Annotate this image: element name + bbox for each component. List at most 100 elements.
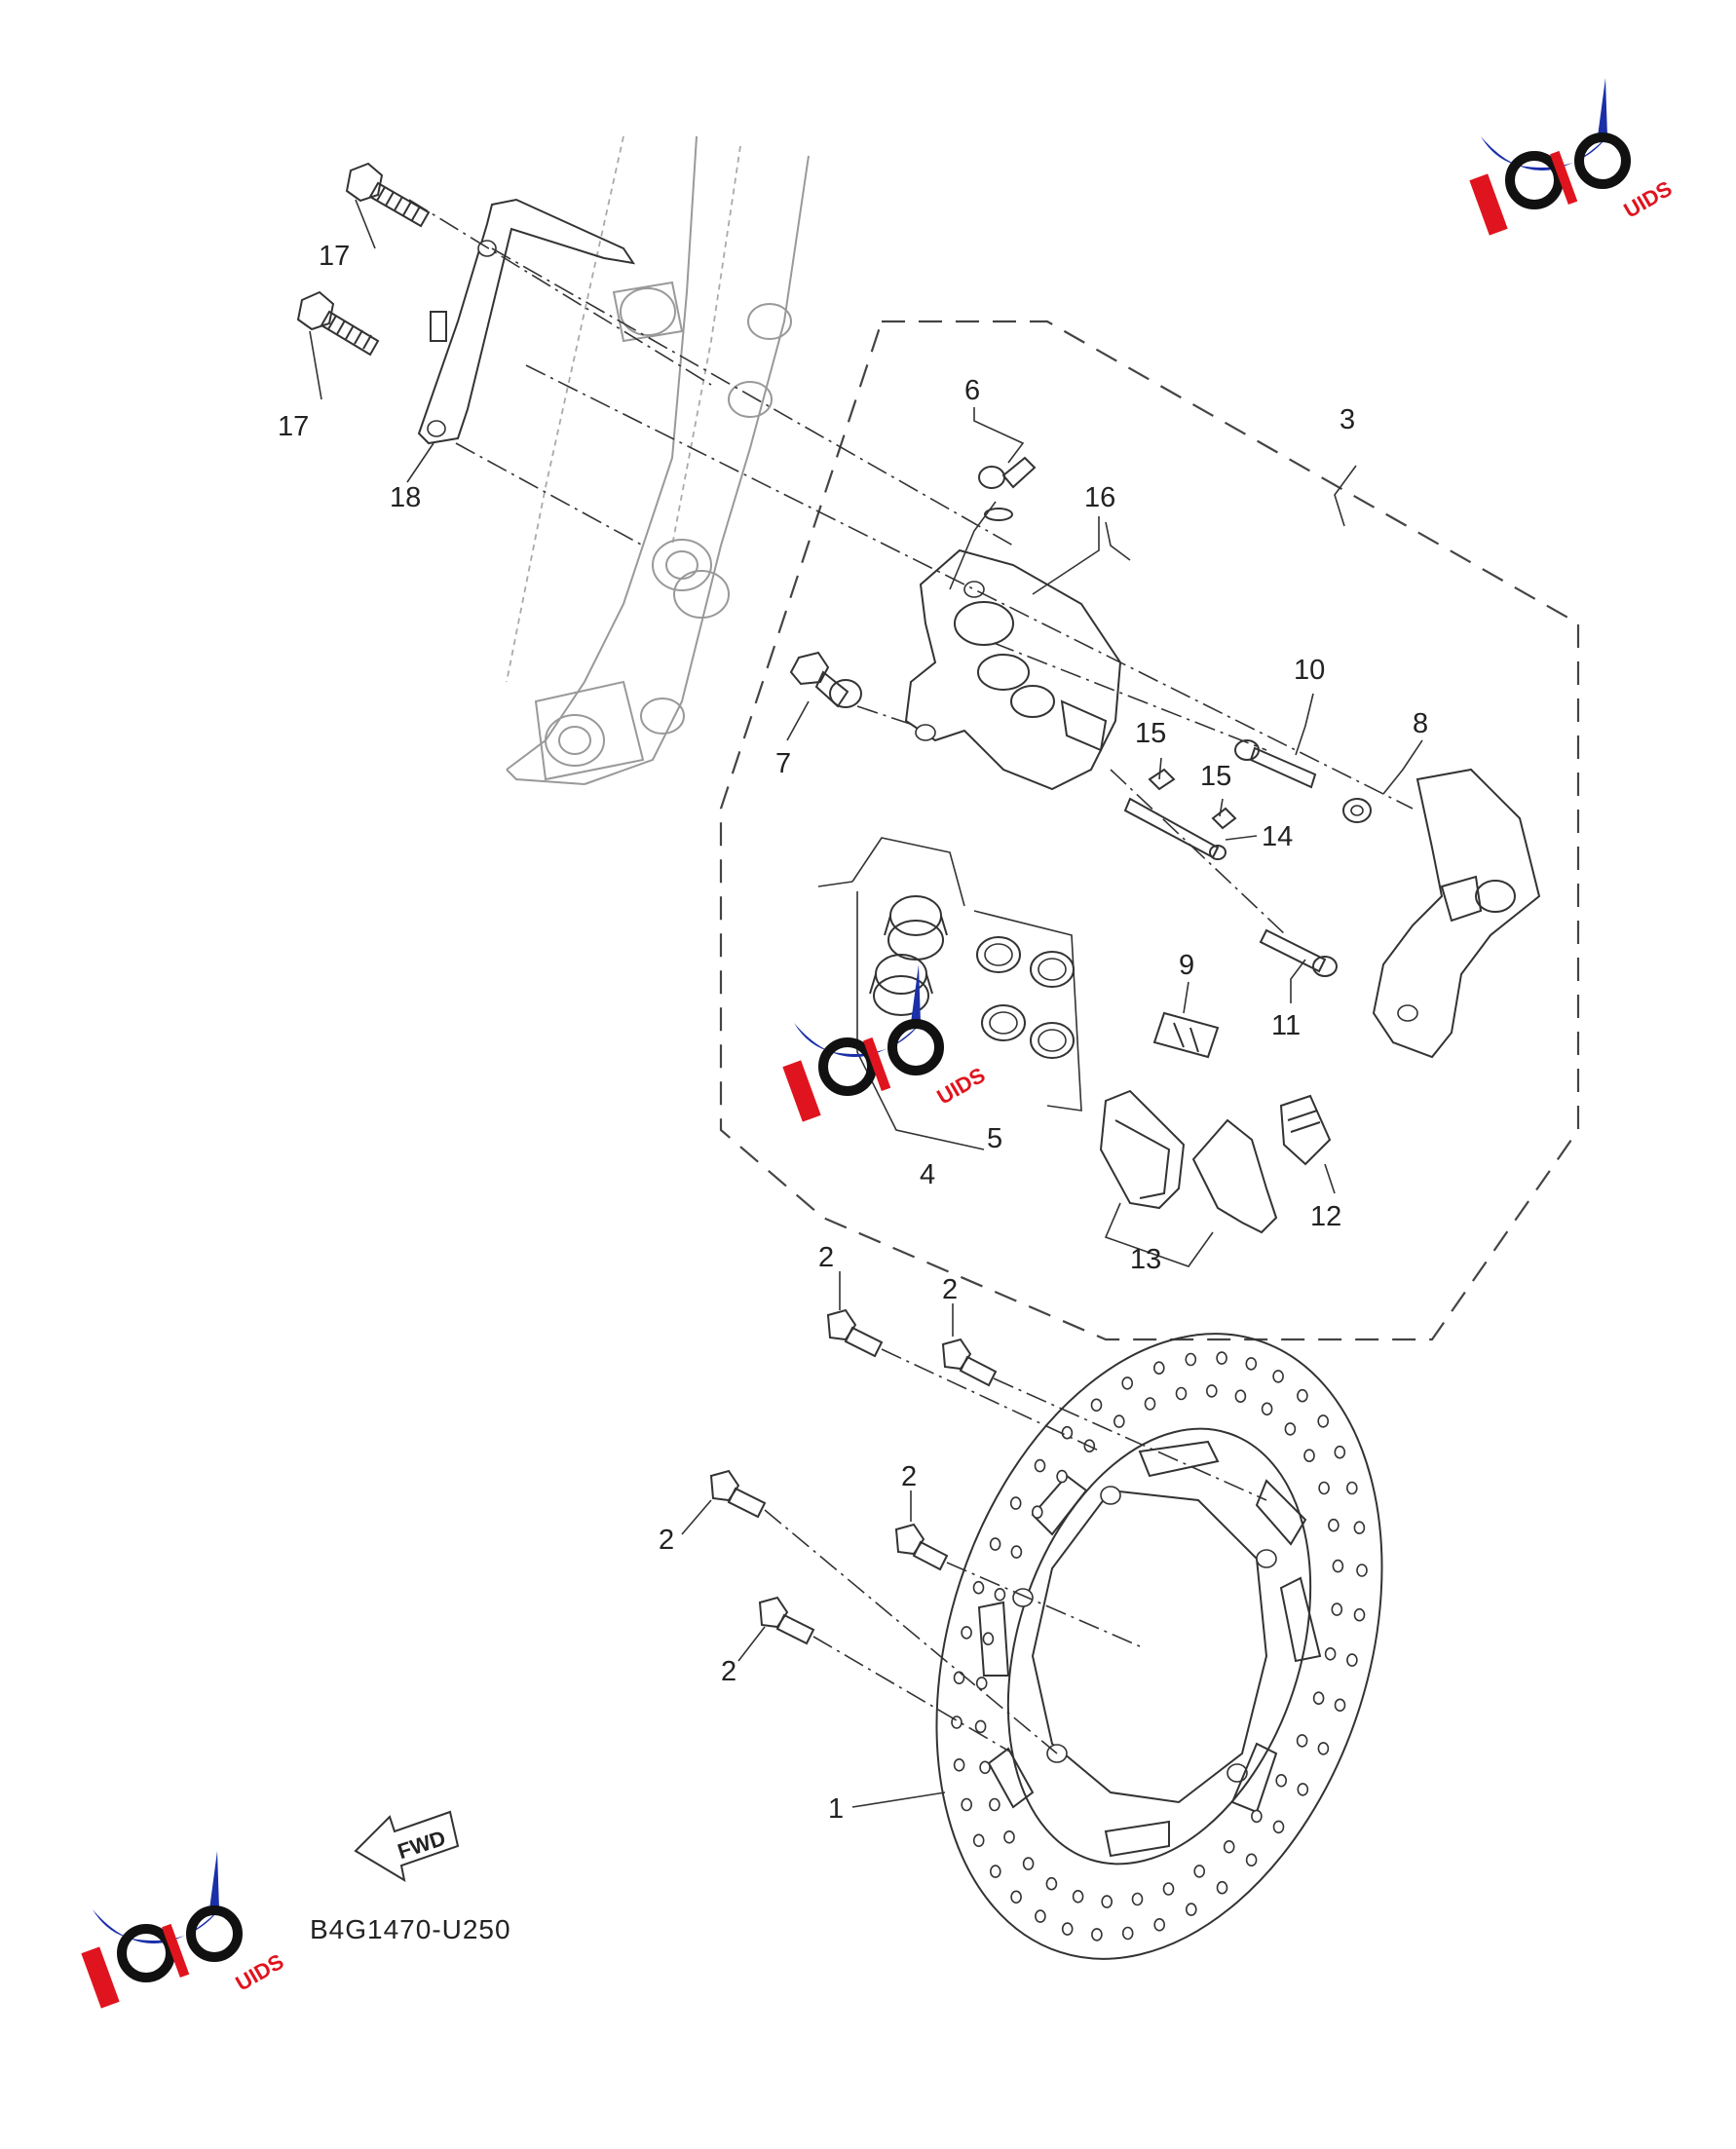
callout-2: 2 (721, 1656, 736, 1687)
disc-drill-hole (1303, 1449, 1315, 1462)
callout-2: 2 (901, 1461, 917, 1492)
disc-drill-hole (1153, 1918, 1165, 1932)
callout-3: 3 (1340, 404, 1355, 435)
disc-drill-hole (1346, 1653, 1358, 1667)
seal-kit (973, 910, 1082, 1112)
fork-leg-ghost (506, 135, 810, 785)
callout-7: 7 (775, 748, 791, 779)
disc-drill-hole (1045, 1876, 1058, 1891)
bracket-bolt-lower (296, 290, 380, 357)
disc-drill-hole (1193, 1865, 1205, 1878)
disc-drill-hole (1353, 1521, 1366, 1534)
disc-drill-hole (1272, 1820, 1285, 1834)
watermark-logo: UIDS (1469, 78, 1677, 236)
callout-6: 6 (964, 375, 980, 406)
disc-drill-hole (1332, 1559, 1344, 1573)
callout-12: 12 (1310, 1201, 1341, 1232)
callout-17: 17 (319, 241, 350, 272)
callout-15: 15 (1135, 718, 1166, 749)
disc-drill-hole (1245, 1357, 1258, 1371)
callout-16: 16 (1084, 482, 1115, 513)
disc-drill-hole (1275, 1774, 1287, 1788)
disc-bolt (894, 1523, 949, 1571)
disc-drill-hole (994, 1588, 1006, 1602)
disc-drill-hole (953, 1671, 965, 1685)
disc-drill-hole (1334, 1698, 1346, 1713)
disc-drill-hole (1090, 1398, 1103, 1413)
piston-kit (817, 837, 985, 1150)
disc-drill-hole (1121, 1926, 1134, 1941)
callout-11: 11 (1271, 1010, 1301, 1041)
slide-pin-upper (1234, 739, 1317, 789)
disc-drill-hole (1245, 1853, 1258, 1867)
callout-2: 2 (942, 1274, 958, 1305)
disc-drill-hole (1272, 1370, 1284, 1383)
disc-drill-hole (989, 1797, 1000, 1812)
callout-10: 10 (1294, 655, 1325, 686)
bracket-bolt-upper (345, 162, 431, 228)
disc-drill-hole (1353, 1607, 1366, 1622)
caliper-bolt (789, 651, 862, 708)
disc-drill-hole (1072, 1890, 1084, 1904)
disc-drill-hole (1175, 1386, 1188, 1401)
disc-drill-hole (979, 1760, 991, 1775)
disc-drill-hole (1035, 1909, 1046, 1923)
callout-15: 15 (1200, 761, 1231, 792)
callout-5: 5 (987, 1123, 1002, 1154)
disc-drill-hole (1010, 1545, 1023, 1559)
disc-bolt (941, 1338, 998, 1387)
disc-bolt (709, 1469, 767, 1519)
callout-14: 14 (1262, 821, 1293, 852)
disc-drill-hole (1234, 1389, 1247, 1403)
disc-drill-hole (1144, 1397, 1156, 1411)
disc-drill-hole (1296, 1734, 1308, 1748)
bleed-valve (978, 456, 1037, 521)
callout-2: 2 (659, 1525, 674, 1556)
disc-drill-hole (1346, 1481, 1358, 1495)
disc-drill-hole (1061, 1922, 1074, 1936)
disc-drill-hole (1091, 1928, 1103, 1942)
pad-shim (1279, 1094, 1332, 1166)
disc-drill-hole (972, 1833, 985, 1848)
disc-drill-hole (989, 1865, 1001, 1878)
caliper-bracket (1372, 768, 1541, 1059)
callout-8: 8 (1413, 708, 1428, 739)
disc-drill-hole (1034, 1458, 1046, 1473)
disc-drill-hole (1153, 1361, 1165, 1375)
disc-drill-hole (974, 1719, 987, 1734)
callout-labels: 1 2 2 2 2 2 3 4 5 6 7 8 9 10 11 12 13 14… (278, 241, 1428, 1825)
callout-18: 18 (390, 482, 421, 513)
disc-drill-hole (1261, 1402, 1273, 1416)
disc-drill-hole (1216, 1880, 1228, 1895)
disc-drill-hole (1206, 1384, 1218, 1398)
svg-text:UIDS: UIDS (933, 1063, 990, 1110)
brake-pads (1099, 1089, 1278, 1267)
disc-drill-hole (1328, 1518, 1340, 1532)
caliper-body (904, 548, 1122, 791)
disc-drill-hole (1185, 1352, 1197, 1367)
disc-drill-hole (1331, 1602, 1343, 1616)
disc-drill-hole (1121, 1376, 1133, 1390)
disc-bolt (826, 1308, 884, 1358)
disc-drill-hole (1297, 1783, 1309, 1796)
callout-1: 1 (828, 1793, 844, 1825)
disc-drill-hole (1113, 1414, 1125, 1428)
disc-drill-hole (1032, 1505, 1043, 1519)
disc-drill-hole (1022, 1857, 1035, 1870)
disc-drill-hole (961, 1797, 973, 1812)
disc-drill-hole (1317, 1414, 1329, 1428)
brake-disc (935, 1333, 1383, 1960)
disc-drill-hole (1356, 1564, 1368, 1577)
svg-text:UIDS: UIDS (232, 1949, 288, 1996)
forward-direction-arrow: FWD (354, 1810, 460, 1883)
pad-spring (1152, 1011, 1220, 1059)
disc-drill-hole (1284, 1422, 1297, 1436)
disc-drill-hole (1101, 1895, 1113, 1908)
disc-bolts (709, 1308, 1267, 1754)
disc-drill-hole (1297, 1388, 1308, 1403)
disc-drill-hole (1162, 1882, 1175, 1896)
alignment-lines (408, 199, 1414, 936)
disc-drill-hole (961, 1626, 972, 1640)
disc-drill-hole (1216, 1351, 1227, 1365)
disc-drill-hole (1009, 1496, 1022, 1510)
